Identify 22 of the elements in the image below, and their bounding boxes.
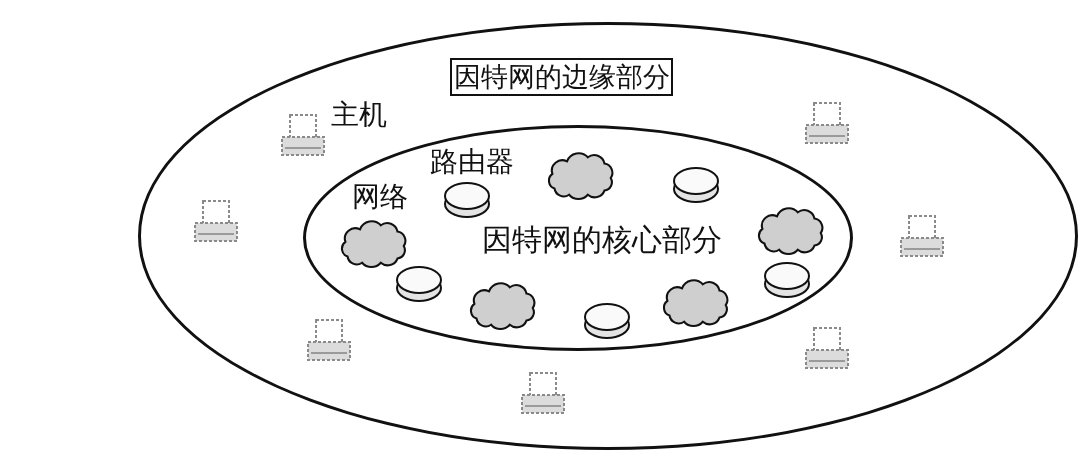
cloud-icon — [660, 278, 730, 328]
computer-icon — [804, 326, 850, 370]
computer-icon — [520, 371, 566, 415]
computer-icon — [193, 199, 239, 243]
callout-label: 路由器 — [430, 146, 514, 178]
callout-label: 主机 — [331, 99, 387, 131]
cloud-icon — [755, 206, 825, 256]
cloud-icon — [545, 151, 615, 201]
callout-label: 网络 — [352, 181, 408, 213]
computer-icon — [306, 318, 352, 362]
router-icon — [763, 261, 811, 299]
router-icon — [672, 166, 720, 204]
computer-icon — [899, 214, 945, 258]
router-icon — [443, 181, 491, 219]
computer-icon — [804, 101, 850, 145]
router-icon — [583, 302, 631, 340]
cloud-icon — [338, 219, 408, 269]
router-icon — [395, 265, 443, 303]
region-label: 因特网的核心部分 — [482, 224, 722, 256]
region-heading: 因特网的边缘部分 — [450, 58, 673, 96]
computer-icon — [280, 113, 326, 157]
cloud-icon — [467, 281, 537, 331]
